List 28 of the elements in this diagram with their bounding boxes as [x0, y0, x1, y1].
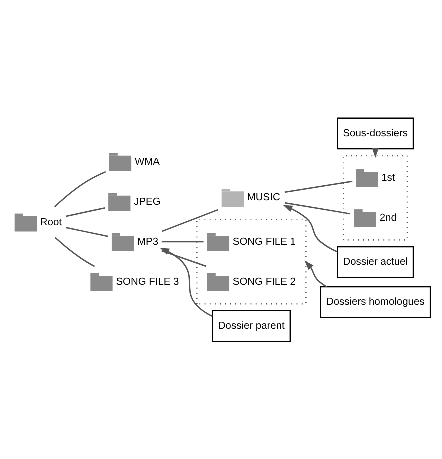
node-label: MP3 [138, 236, 159, 248]
connector [54, 170, 106, 207]
node-box: Dossier parent [212, 310, 292, 342]
connector [284, 180, 353, 193]
cluster [196, 218, 307, 304]
node-label: SONG FILE 2 [232, 276, 296, 288]
node-label: 1st [382, 172, 396, 184]
node-label: JPEG [134, 196, 161, 208]
arrow [160, 247, 214, 317]
connector [162, 208, 218, 232]
node-label: SONG FILE 1 [232, 236, 296, 248]
connector [284, 202, 350, 214]
node-box: Dossier actuel [337, 246, 414, 278]
node-label: 2nd [380, 212, 397, 224]
node-box: Sous-dossiers [337, 117, 414, 150]
arrow [304, 260, 328, 288]
connector [54, 236, 96, 267]
connector [66, 226, 108, 237]
node-label: Root [40, 216, 62, 228]
connector [162, 250, 207, 267]
arrow [283, 204, 338, 252]
connector [162, 240, 204, 242]
node-label: SONG FILE 3 [116, 276, 180, 288]
node-box: Dossiers homologues [320, 286, 432, 318]
node-label: MUSIC [247, 192, 280, 204]
connector [66, 207, 106, 217]
node-label: WMA [134, 156, 160, 168]
cluster [342, 154, 408, 240]
